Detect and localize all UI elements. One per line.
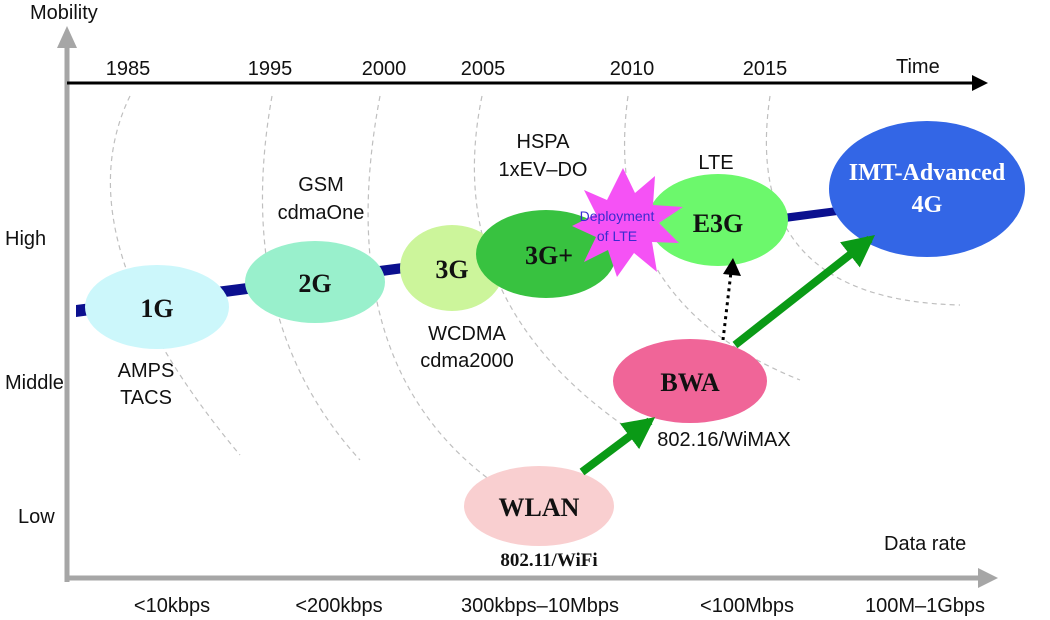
data-rate-label: <200kbps bbox=[295, 595, 382, 617]
mobility-axis-arrowhead bbox=[57, 26, 77, 48]
1g-tech-label: AMPS bbox=[118, 360, 175, 382]
data-rate-label: 100M–1Gbps bbox=[865, 595, 985, 617]
wavefront-arc bbox=[765, 95, 961, 306]
data-rate-label: <10kbps bbox=[134, 595, 210, 617]
3g-plus-tech-label: 1xEV–DO bbox=[499, 159, 588, 181]
data-rate-axis-arrowhead bbox=[978, 568, 998, 588]
bwa-to-4g-arrow bbox=[732, 235, 876, 349]
data-rate-label: <100Mbps bbox=[700, 595, 794, 617]
bwa-to-e3g-arrowhead bbox=[723, 258, 741, 276]
year-label: 2005 bbox=[461, 58, 506, 80]
e3g-label: E3G bbox=[693, 209, 744, 238]
wavefront-arc bbox=[367, 95, 491, 481]
3g-plus-label: 3G+ bbox=[525, 241, 573, 270]
1g-tech-label: TACS bbox=[120, 387, 172, 409]
bwa-to-e3g-dotted-arrow bbox=[721, 271, 733, 341]
wlan-label: WLAN bbox=[499, 493, 580, 522]
3g-tech-label: WCDMA bbox=[428, 323, 506, 345]
year-label: 2015 bbox=[743, 58, 788, 80]
mobility-level-high: High bbox=[5, 228, 46, 250]
1g-label: 1G bbox=[140, 294, 173, 323]
mobility-axis-title: Mobility bbox=[30, 2, 98, 24]
data-rate-label: 300kbps–10Mbps bbox=[461, 595, 619, 617]
2g-ellipse bbox=[245, 241, 385, 323]
e3g-ellipse bbox=[648, 174, 788, 266]
2g-tech-label: cdmaOne bbox=[278, 202, 365, 224]
2g-tech-label: GSM bbox=[298, 174, 344, 196]
time-axis-arrowhead bbox=[972, 75, 988, 91]
wlan-ellipse bbox=[464, 466, 614, 546]
year-label: 2010 bbox=[610, 58, 655, 80]
data-rate-axis-title: Data rate bbox=[884, 533, 966, 555]
imt-advanced-label: IMT-Advanced bbox=[849, 160, 1006, 186]
axes bbox=[57, 26, 998, 588]
wlan-standard-label: 802.11/WiFi bbox=[500, 550, 597, 571]
4g-label: 4G bbox=[912, 192, 943, 218]
bwa-label: BWA bbox=[660, 368, 719, 397]
year-label: 1985 bbox=[106, 58, 151, 80]
1g-ellipse bbox=[85, 265, 229, 349]
wlan-to-bwa-arrow bbox=[579, 417, 656, 476]
deployment-star-burst bbox=[572, 168, 683, 277]
3g-tech-label: cdma2000 bbox=[420, 350, 513, 372]
deployment-label-line1: Deployment bbox=[580, 208, 655, 224]
imt-advanced-ellipse bbox=[829, 121, 1025, 257]
bwa-standard-label: 802.16/WiMAX bbox=[657, 429, 790, 451]
time-axis-title: Time bbox=[896, 56, 940, 78]
3g-plus-tech-label: HSPA bbox=[517, 131, 571, 153]
2g-label: 2G bbox=[298, 269, 331, 298]
year-label: 1995 bbox=[248, 58, 293, 80]
3g-label: 3G bbox=[435, 255, 468, 284]
mobility-level-middle: Middle bbox=[5, 372, 64, 394]
deployment-label-line2: of LTE bbox=[597, 228, 637, 244]
wavefront-arc bbox=[109, 95, 241, 456]
mobility-level-low: Low bbox=[18, 506, 55, 528]
bwa-ellipse bbox=[613, 339, 767, 423]
3g-plus-ellipse bbox=[476, 210, 616, 298]
year-label: 2000 bbox=[362, 58, 407, 80]
e3g-tech-label: LTE bbox=[698, 152, 733, 174]
